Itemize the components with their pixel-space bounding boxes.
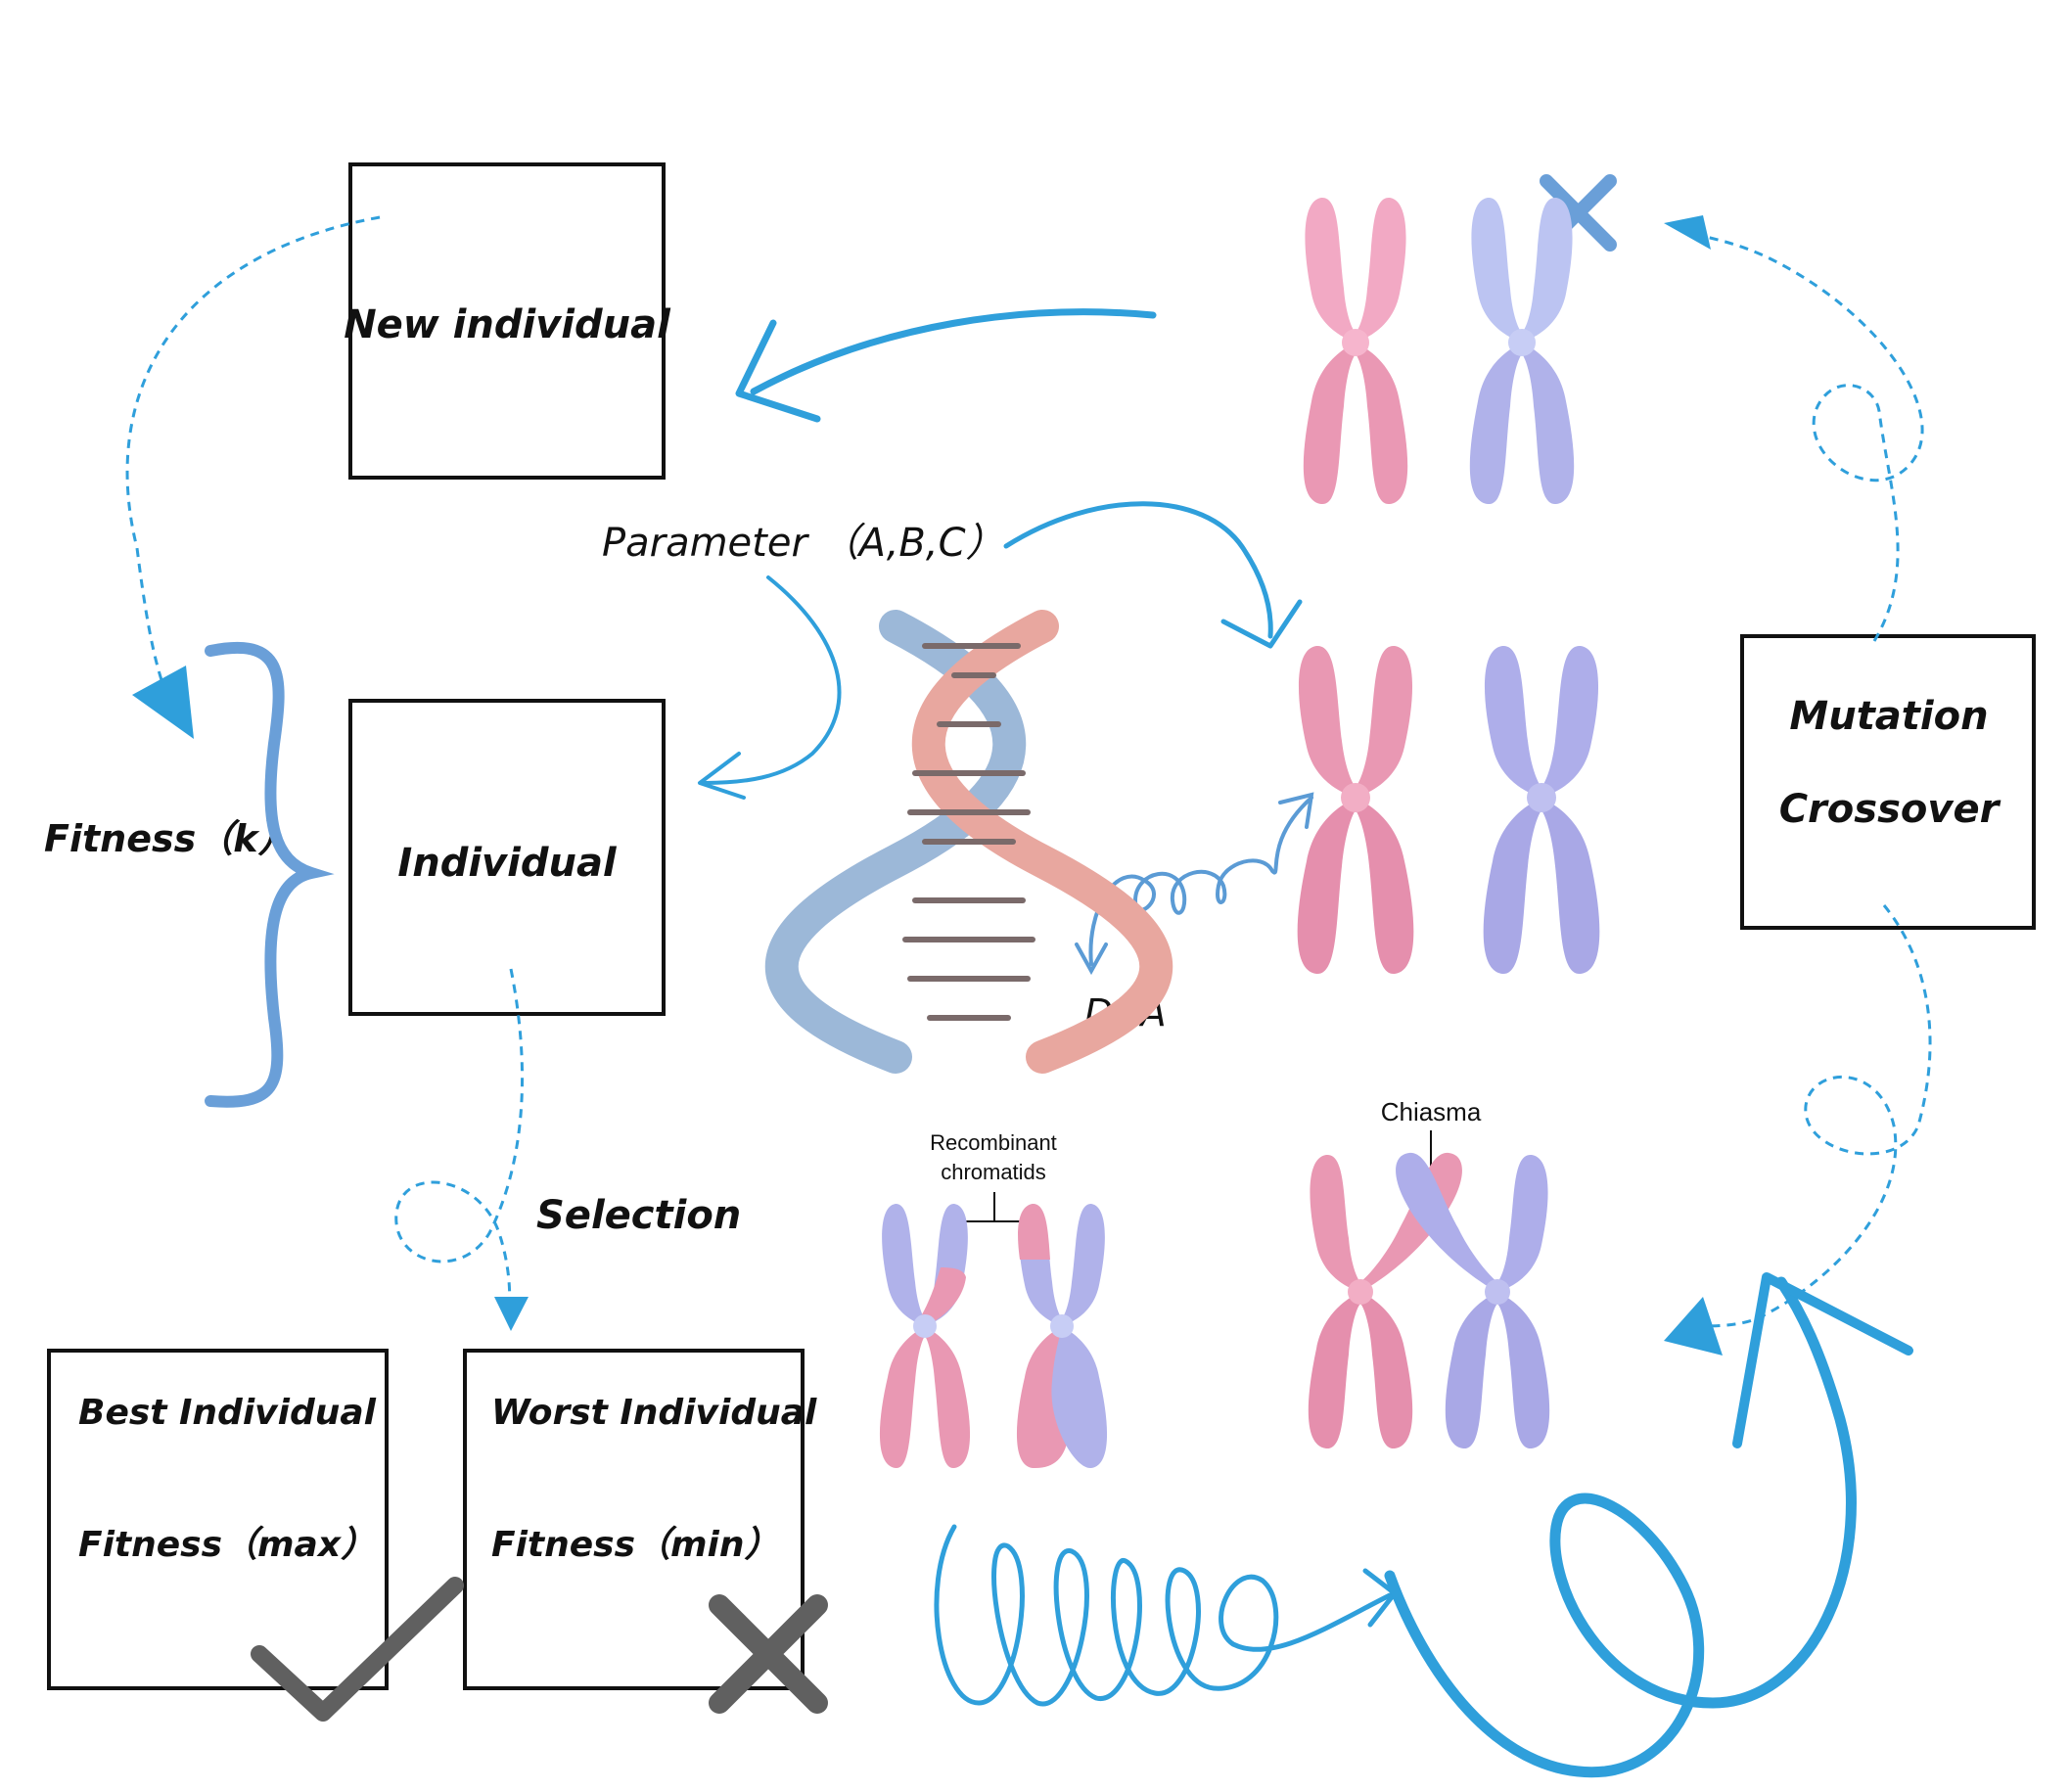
x-mark-icon [709,1594,828,1714]
dashed-arrow-mutation-to-bottom [1692,904,1932,1328]
mutation-crossover-box [1740,634,2036,930]
arrow-head-parameter [1220,599,1303,649]
chiasma-label: Chiasma [1381,1097,1482,1126]
chromosome-chiasma-lavender [1396,1152,1550,1449]
chromosome-middle-pink [1297,645,1414,975]
fitness-brace [205,641,335,1108]
big-loop-head [1732,1272,1913,1448]
chromosome-middle-lavender [1483,645,1600,975]
recombinant-label-line2: chromatids [941,1160,1046,1184]
arrow-parameter-to-individual [703,575,842,785]
recombinant-bracket [962,1192,1028,1222]
individual-label: Individual [397,841,618,886]
dashed-arrow-head-3 [1664,215,1711,250]
best-fitness-label: Fitness（max） [78,1525,376,1565]
arrow-parameter-to-chromosomes [1003,501,1273,639]
chromosome-recombinant-2 [1016,1203,1108,1469]
arrow-head-top-to-new [735,319,821,423]
individual-box [348,699,666,1016]
chromosome-top-lavender [1469,197,1575,505]
dna-helix-icon [765,610,1173,1074]
fitness-k-label: Fitness（k） [44,817,295,860]
arrow-head-individual [698,752,746,800]
dna-loop-head-1 [1075,942,1108,976]
dna-loop-arrow [1088,796,1313,966]
chromosome-top-pink [1303,197,1408,505]
worst-fitness-label: Fitness（min） [491,1525,780,1565]
big-loop-arrow [1384,1276,1857,1778]
dashed-arrow-head-1 [132,666,194,739]
dashed-arrow-new-to-fitness [125,215,381,706]
best-individual-title: Best Individual [78,1393,377,1433]
worst-individual-title: Worst Individual [491,1393,817,1433]
dashed-arrow-mutation-to-top [1697,233,1924,642]
arrow-top-to-new [750,308,1157,395]
dna-loop-head-2 [1278,792,1314,829]
new-individual-label: New individual [344,302,671,347]
dashed-arrow-head-4 [1664,1297,1723,1355]
selection-label: Selection [536,1193,741,1238]
recombinant-label-line1: Recombinant [930,1130,1057,1155]
chromosome-recombinant-1 [879,1203,971,1469]
dashed-arrow-individual-to-worst [394,968,525,1312]
crossover-label: Crossover [1779,787,2001,832]
best-individual-box [47,1349,389,1690]
new-individual-box [348,162,666,480]
dashed-arrow-head-2 [494,1297,529,1331]
mutation-label: Mutation [1789,694,1988,739]
worst-individual-box [463,1349,805,1690]
bottom-spiral-arrow [934,1524,1393,1707]
parameter-label: Parameter （A,B,C） [602,521,1005,566]
check-mark-icon [251,1577,464,1722]
